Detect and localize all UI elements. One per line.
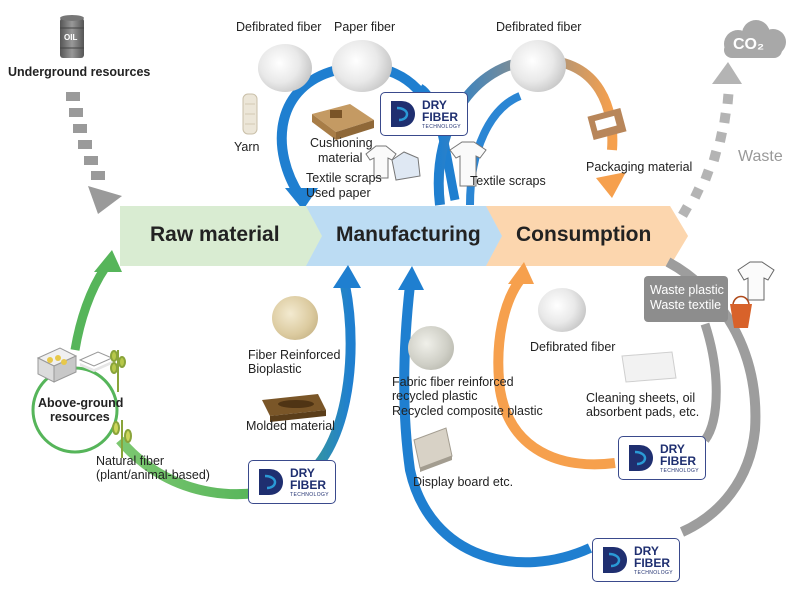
arrowhead-to-manufacturing-left: [285, 188, 318, 210]
cleaning-sheets-label-2: absorbent pads, etc.: [586, 405, 700, 419]
above-ground-label-1: Above-ground: [38, 396, 124, 410]
oil-barrel-icon: [60, 15, 84, 58]
stage-raw-material-shape: [120, 206, 322, 266]
defibrated-fiber-lower-label: Defibrated fiber: [530, 340, 616, 354]
orange-recycle-loop: [493, 277, 616, 470]
arrowhead-orange-to-consumption: [508, 262, 534, 284]
textile-scraps-right-label: Textile scraps: [470, 174, 546, 188]
fabric-fiber-label-1: Fabric fiber reinforced: [392, 375, 514, 389]
arrowhead-to-manufacturing-bottom-right: [398, 266, 424, 290]
textile-scraps-right-icon: [449, 141, 487, 187]
waste-bucket-icon: [730, 295, 752, 328]
cleaning-sheets-icon: [621, 351, 677, 383]
fiber-reinforced-bioplastic-image: [272, 296, 318, 340]
defibrated-fiber-image-top-right: [510, 40, 566, 92]
dry-fiber-logo-tagline: TECHNOLOGY: [290, 492, 330, 498]
stage-manufacturing-shape: [306, 206, 502, 266]
dry-fiber-logo-tagline: TECHNOLOGY: [422, 124, 462, 130]
display-board-icon: [413, 427, 453, 472]
stage-raw-material-label: Raw material: [150, 223, 280, 246]
fiber-reinforced-bioplastic-label-2: Bioplastic: [248, 362, 302, 376]
textile-scraps-used-paper-label-2: Used paper: [306, 186, 371, 200]
packaging-material-label: Packaging material: [586, 160, 693, 174]
above-ground-label-2: resources: [50, 410, 110, 424]
arrowhead-to-consumption: [596, 172, 626, 198]
waste-textile-label: Waste textile: [650, 298, 722, 312]
dry-fiber-mark-icon: [259, 469, 283, 495]
textile-scraps-left-icon: [365, 145, 421, 181]
above-ground-box-icon: [36, 347, 78, 383]
defibrated-fiber-image-top-left: [258, 44, 312, 92]
cleaning-sheets-label-1: Cleaning sheets, oil: [586, 391, 696, 405]
packaging-material-icon: [587, 108, 627, 140]
natural-fiber-label-1: Natural fiber: [96, 454, 165, 468]
recycle-arc-upper-right-inner: [466, 92, 522, 206]
waste-plastic-textile-box: Waste plastic Waste textile: [644, 276, 728, 322]
waste-label: Waste: [738, 148, 783, 165]
above-ground-to-raw-arrow: [70, 265, 109, 351]
defibrated-fiber-label-top-left: Defibrated fiber: [236, 20, 322, 34]
dry-fiber-mark-icon: [603, 547, 627, 573]
dry-fiber-mark-icon: [391, 101, 415, 127]
co2-label: CO₂: [733, 36, 765, 53]
stage-consumption-shape: [486, 206, 688, 266]
paper-fiber-label: Paper fiber: [334, 20, 396, 34]
display-board-label: Display board etc.: [413, 475, 514, 489]
stage-consumption-label: Consumption: [516, 223, 652, 246]
fabric-fiber-label-2: recycled plastic: [392, 389, 478, 403]
textile-scraps-used-paper-label-1: Textile scraps: [306, 171, 382, 185]
corn-icon: [112, 420, 132, 458]
dry-fiber-logo-tagline: TECHNOLOGY: [660, 468, 700, 474]
underground-resources-label: Underground resources: [8, 65, 151, 79]
waste-gray-arc-inner: [700, 322, 721, 443]
waste-plastic-label: Waste plastic: [650, 283, 724, 297]
molded-material-icon: [262, 394, 326, 422]
underground-arrow: [66, 92, 122, 214]
fabric-fiber-plastic-image: [408, 326, 454, 370]
arrowhead-to-manufacturing-bottom-left: [333, 265, 361, 288]
molded-material-label: Molded material: [246, 419, 335, 433]
co2-cloud-icon: [724, 20, 786, 58]
dry-fiber-mark-icon: [629, 445, 653, 471]
recycled-plastic-to-manufacturing-arc: [399, 284, 593, 568]
defibrated-fiber-label-top-right: Defibrated fiber: [496, 20, 582, 34]
yarn-icon: [242, 93, 258, 135]
recycled-composite-plastic-label: Recycled composite plastic: [392, 404, 543, 418]
dry-fiber-logo-tagline: TECHNOLOGY: [634, 570, 674, 576]
recycle-arc-upper-left: [276, 61, 435, 199]
natural-fiber-label-2: (plant/animal-based): [96, 468, 210, 482]
cushioning-material-label-1: Cushioning: [310, 136, 373, 150]
oil-label: OIL: [64, 33, 78, 42]
waste-tshirt-icon: [737, 261, 775, 301]
plant-icon: [110, 350, 126, 392]
yarn-label: Yarn: [234, 140, 260, 154]
arrowhead-to-raw-material: [94, 250, 122, 272]
cushioning-material-icon: [312, 104, 374, 140]
waste-to-co2-arrow: [678, 62, 742, 218]
defibrated-fiber-image-lower: [538, 288, 586, 332]
stage-manufacturing-label: Manufacturing: [336, 223, 481, 246]
cushioning-material-label-2: material: [318, 151, 363, 165]
fiber-reinforced-bioplastic-label-1: Fiber Reinforced: [248, 348, 341, 362]
paper-fiber-image: [332, 40, 392, 92]
